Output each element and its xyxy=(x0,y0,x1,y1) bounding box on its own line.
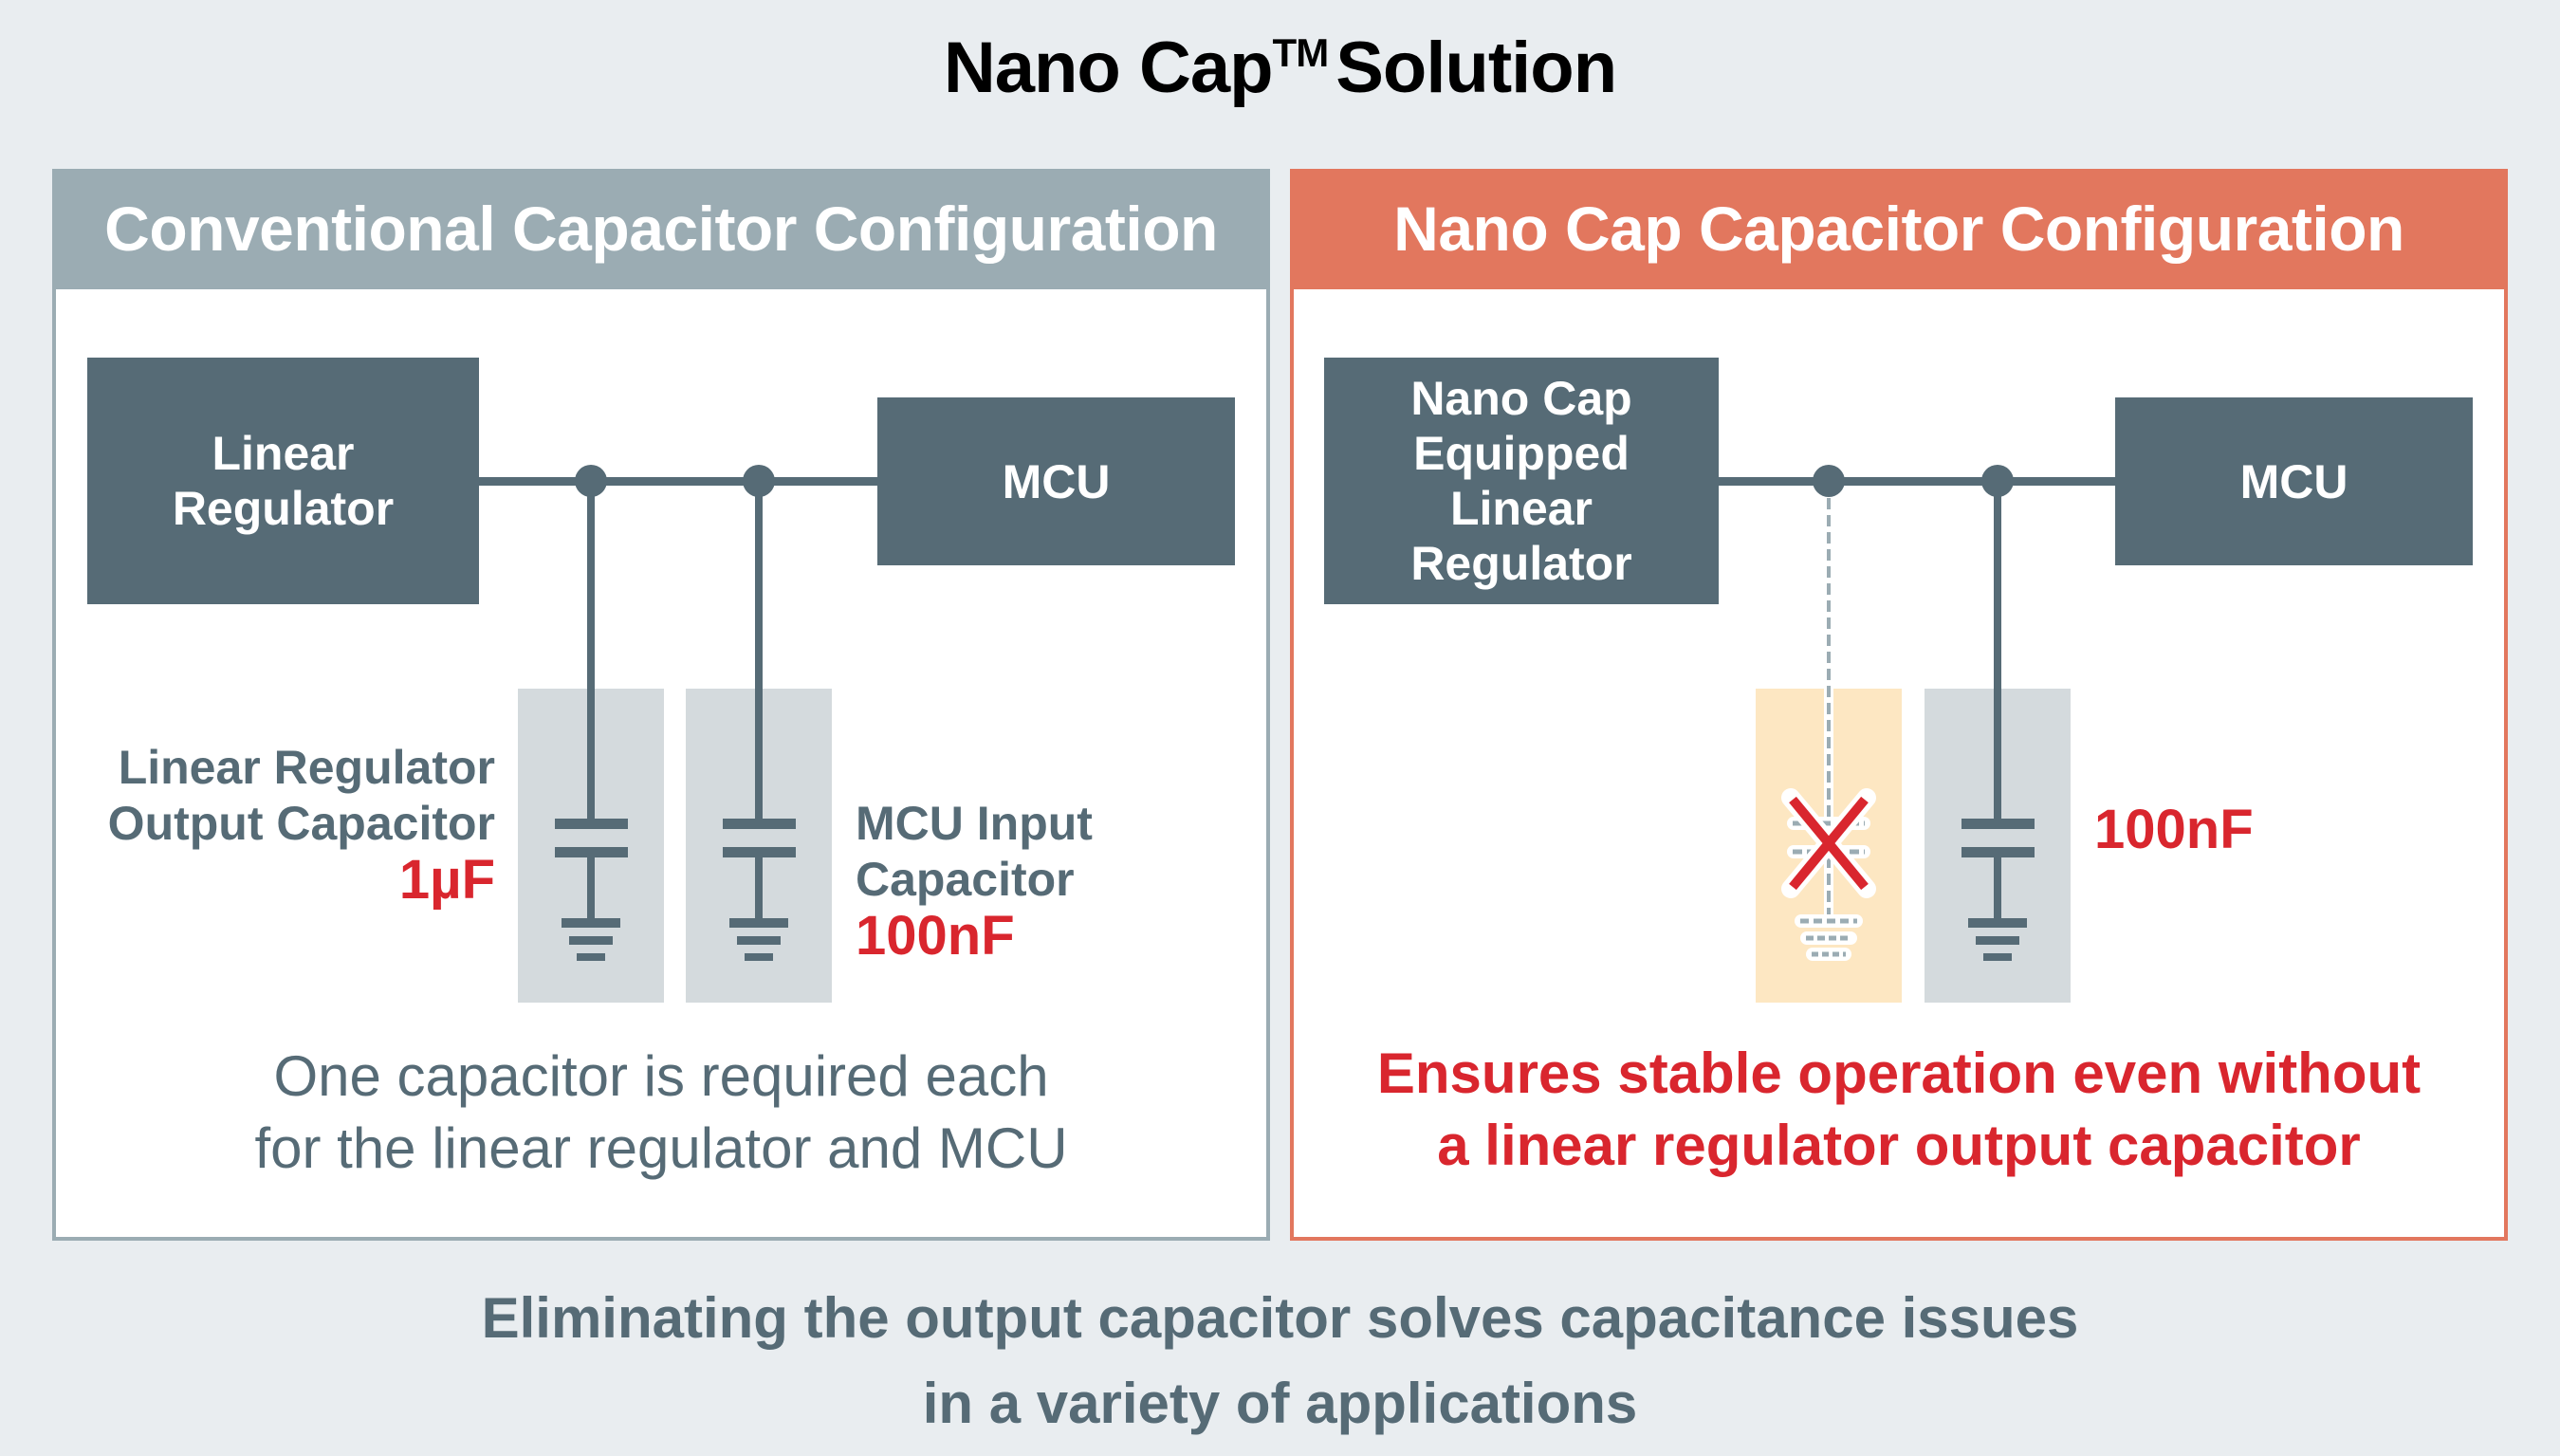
note-line: Ensures stable operation even without xyxy=(1376,1041,2422,1105)
footer-line: in a variety of applications xyxy=(922,1372,1638,1435)
note-line: for the linear regulator and MCU xyxy=(254,1116,1068,1180)
regulator-label-line: Linear xyxy=(1449,482,1593,535)
mcu-block-label: MCU xyxy=(1002,454,1111,508)
nanocap-regulator-block-label: Nano Cap Equipped Linear Regulator xyxy=(1324,358,1719,604)
mcu-block-label: MCU xyxy=(2239,454,2348,508)
input-capacitor-value: 100nF xyxy=(2094,799,2254,860)
label-line: Output Capacitor xyxy=(107,797,495,850)
label-line: Linear Regulator xyxy=(118,741,495,794)
regulator-label-line: Nano Cap xyxy=(1410,372,1632,425)
regulator-label-line: Equipped xyxy=(1413,427,1630,480)
output-capacitor-value: 1µF xyxy=(398,849,495,911)
output-capacitor-label: Linear Regulator Output Capacitor 1µF xyxy=(57,740,495,908)
input-capacitor-value: 100nF xyxy=(856,905,1015,967)
nanocap-note: Ensures stable operation even without a … xyxy=(1294,1038,2504,1182)
regulator-label-line: Regulator xyxy=(1410,537,1632,590)
note-line: a linear regulator output capacitor xyxy=(1437,1114,2361,1177)
regulator-block-label: Linear Regulator xyxy=(87,358,479,604)
label-line: Capacitor xyxy=(856,853,1075,906)
input-capacitor-label: MCU Input Capacitor 100nF xyxy=(856,796,1216,964)
conventional-note: One capacitor is required each for the l… xyxy=(56,1041,1266,1185)
footer-line: Eliminating the output capacitor solves … xyxy=(481,1286,2079,1350)
conventional-panel-header: Conventional Capacitor Configuration xyxy=(52,169,1270,289)
title-main: Nano Cap xyxy=(943,28,1274,108)
title-suffix: Solution xyxy=(1335,28,1617,108)
regulator-label-line: Regulator xyxy=(172,482,395,535)
trademark-mark: TM xyxy=(1272,30,1330,75)
conventional-panel: Conventional Capacitor Configuration xyxy=(52,169,1270,1241)
regulator-label-line: Linear xyxy=(212,427,355,480)
footer-caption: Eliminating the output capacitor solves … xyxy=(0,1276,2560,1447)
label-line: MCU Input xyxy=(856,797,1093,850)
nanocap-panel-header: Nano Cap Capacitor Configuration xyxy=(1290,169,2508,289)
note-line: One capacitor is required each xyxy=(273,1044,1049,1108)
